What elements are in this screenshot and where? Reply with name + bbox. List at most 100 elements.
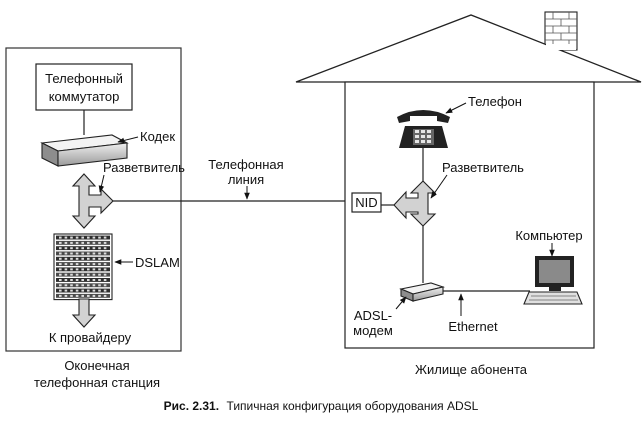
dslam-port	[75, 289, 79, 292]
dslam-port	[70, 284, 73, 287]
dslam-port	[59, 236, 62, 239]
dslam-port	[92, 241, 96, 244]
dslam-port	[98, 263, 101, 266]
figure-number: Рис. 2.31.	[164, 399, 219, 413]
dslam-port	[70, 268, 73, 271]
dslam-port	[59, 284, 62, 287]
dslam-port	[92, 279, 96, 281]
dslam-port	[59, 273, 62, 276]
dslam-port	[75, 284, 79, 287]
dslam-port	[98, 247, 101, 250]
figure-caption: Рис. 2.31. Типичная конфигурация оборудо…	[164, 397, 479, 414]
dslam-port	[59, 252, 62, 255]
dslam-port	[64, 273, 68, 276]
dslam-port	[103, 247, 107, 250]
dslam-port	[59, 241, 62, 244]
dslam-port	[75, 268, 79, 271]
dslam-port	[75, 236, 79, 239]
codec-label: Кодек	[140, 129, 175, 144]
dslam-port	[75, 273, 79, 276]
dslam-port	[81, 284, 84, 287]
dslam-port	[70, 279, 73, 281]
dslam-port	[92, 294, 96, 297]
dslam-port	[81, 294, 84, 297]
dslam-port	[75, 294, 79, 297]
nid-box	[351, 192, 382, 213]
exchange-splitter-icon	[71, 173, 114, 229]
exchange-title-1: Оконечная	[64, 358, 129, 373]
dslam-port	[64, 289, 68, 292]
dslam-port	[92, 257, 96, 260]
exchange-title-2: телефонная станция	[34, 375, 160, 390]
home-splitter-icon	[393, 180, 437, 227]
dslam-port	[98, 241, 101, 244]
dslam-port	[59, 279, 62, 281]
computer-icon	[523, 256, 583, 305]
dslam-port	[81, 268, 84, 271]
dslam-port	[92, 289, 96, 292]
dslam-port	[70, 289, 73, 292]
house-roof	[295, 14, 642, 83]
dslam-port	[64, 252, 68, 255]
dslam-rack	[53, 233, 113, 301]
home-splitter-label: Разветвитель	[442, 160, 524, 175]
adsl-modem-label-2: модем	[353, 323, 393, 338]
dslam-port	[70, 273, 73, 276]
dslam-port	[64, 294, 68, 297]
telephone-switch-box	[35, 63, 133, 111]
dslam-port	[87, 252, 90, 255]
dslam-port	[64, 247, 68, 250]
dslam-port	[59, 257, 62, 260]
dslam-port	[103, 263, 107, 266]
dslam-port	[81, 257, 84, 260]
dslam-port	[75, 241, 79, 244]
telephone-line-label-1: Телефонная	[208, 157, 283, 172]
adsl-modem-label-1: ADSL-	[354, 308, 392, 323]
exchange-splitter-label: Разветвитель	[103, 160, 185, 175]
telephone-switch-label-1: Телефонный	[45, 71, 123, 86]
dslam-port	[92, 263, 96, 266]
dslam-port	[103, 257, 107, 260]
telephone-switch-label-2: коммутатор	[49, 89, 120, 104]
dslam-port	[87, 284, 90, 287]
to-provider-arrow	[71, 298, 97, 328]
dslam-port	[103, 284, 107, 287]
dslam-port	[87, 247, 90, 250]
nid-label: NID	[355, 195, 377, 210]
chimney	[544, 11, 578, 51]
telephone-pointer	[445, 102, 467, 114]
dslam-port	[64, 257, 68, 260]
dslam-port	[81, 247, 84, 250]
dslam-port	[92, 247, 96, 250]
dslam-port	[98, 252, 101, 255]
telephone-icon	[397, 110, 450, 148]
dslam-port	[59, 294, 62, 297]
dslam-port	[92, 284, 96, 287]
dslam-port	[70, 252, 73, 255]
codec-label-pointer	[117, 136, 139, 144]
dslam-port	[81, 263, 84, 266]
dslam-port	[75, 279, 79, 281]
computer-label: Компьютер	[515, 228, 582, 243]
dslam-port	[103, 279, 107, 281]
dslam-port	[75, 257, 79, 260]
dslam-port	[87, 268, 90, 271]
dslam-port	[103, 273, 107, 276]
dslam-port	[81, 289, 84, 292]
dslam-port	[81, 252, 84, 255]
dslam-port	[70, 263, 73, 266]
dslam-port	[87, 257, 90, 260]
dslam-port	[59, 289, 62, 292]
dslam-port	[103, 241, 107, 244]
home-title: Жилище абонента	[415, 362, 528, 377]
dslam-port	[98, 279, 101, 281]
dslam-port	[103, 294, 107, 297]
dslam-port	[81, 236, 84, 239]
adsl-modem-device	[399, 282, 446, 302]
dslam-port	[64, 268, 68, 271]
dslam-port	[87, 294, 90, 297]
dslam-port	[103, 236, 107, 239]
dslam-port	[87, 236, 90, 239]
dslam-port	[70, 257, 73, 260]
dslam-port	[59, 247, 62, 250]
